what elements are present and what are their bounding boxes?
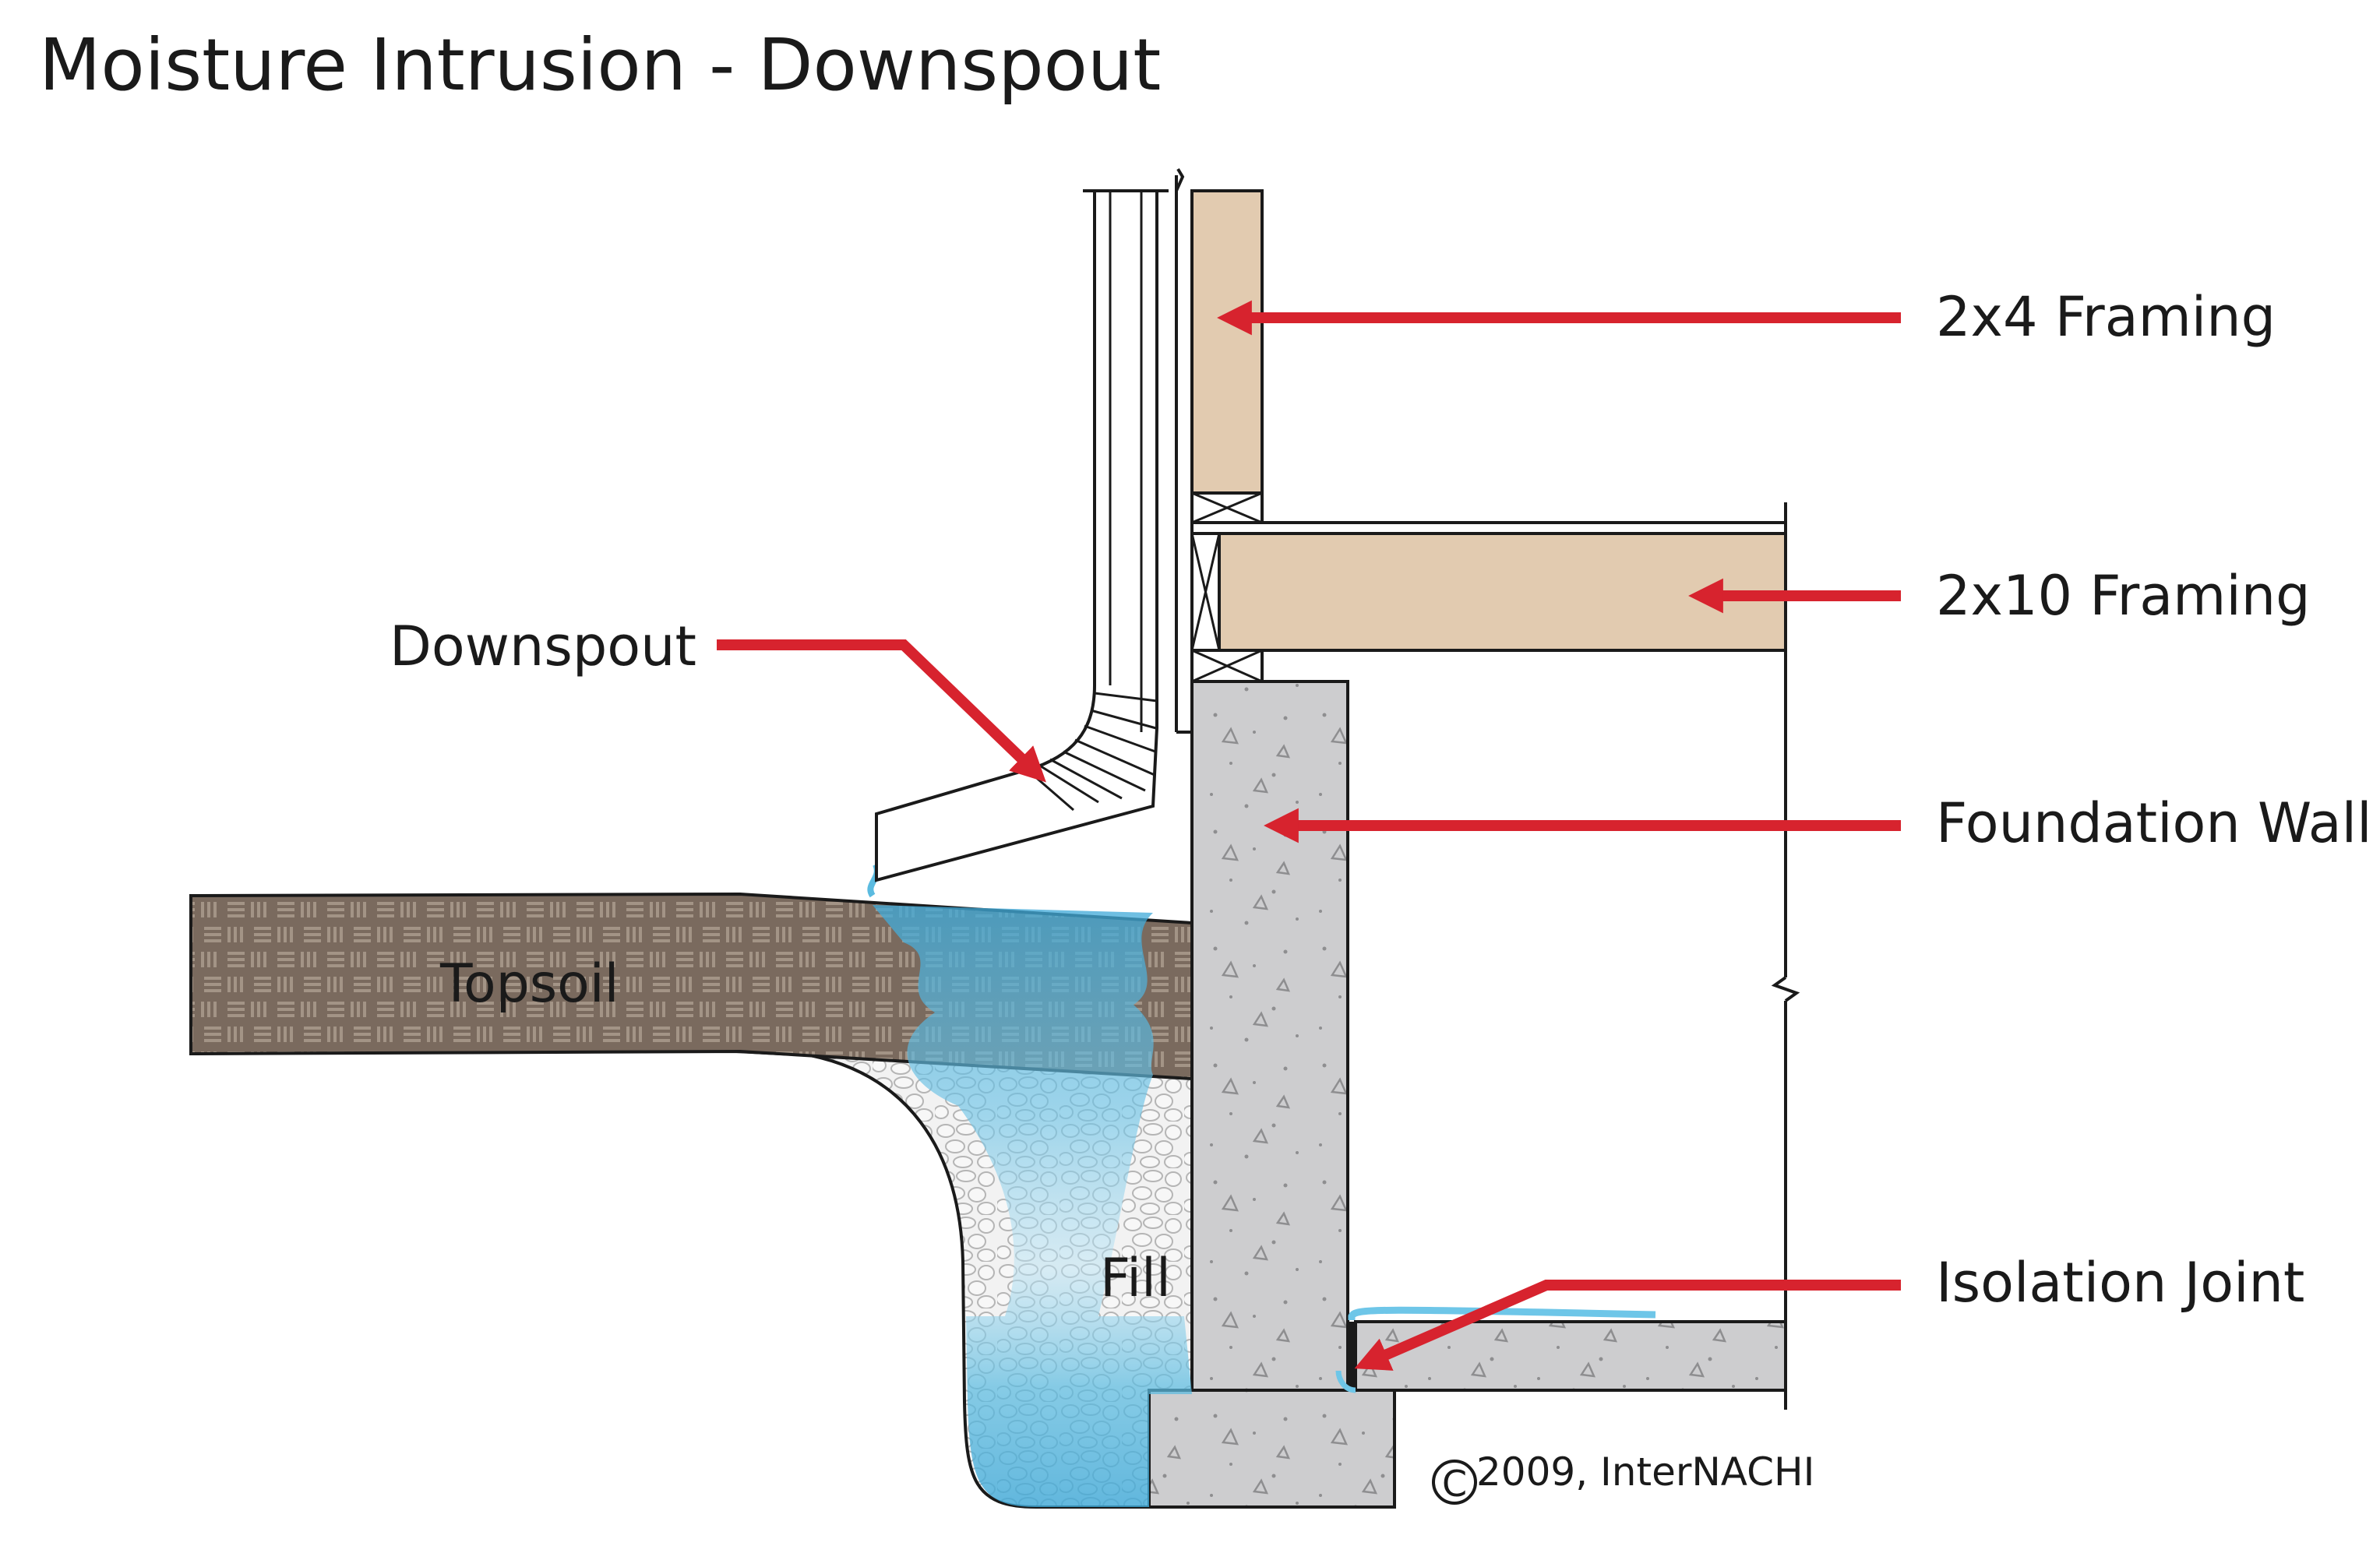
top-plate-block: [1190, 491, 1264, 524]
diagram-title: Moisture Intrusion - Downspout: [39, 23, 1162, 107]
arrow-isolation-joint: [1354, 1280, 1901, 1371]
floor-slab: [1354, 1320, 1787, 1392]
joist-2x10: [1218, 532, 1787, 652]
stud-2x4: [1190, 189, 1264, 495]
label-topsoil: Topsoil: [440, 953, 619, 1015]
label-foundation-wall: Foundation Wall: [1936, 791, 2372, 855]
label-2x10-framing: 2x10 Framing: [1936, 564, 2311, 628]
foundation-wall: [1190, 680, 1349, 1392]
rim-joist: [1190, 532, 1221, 652]
copyright-symbol: C: [1442, 1463, 1467, 1505]
label-2x4-framing: 2x4 Framing: [1936, 285, 2276, 349]
footing: [1148, 1389, 1396, 1509]
copyright-circle: [1432, 1460, 1477, 1505]
exterior-sheathing: [1175, 167, 1194, 734]
copyright-text: 2009, InterNACHI: [1476, 1449, 1815, 1495]
downspout-pipe: [875, 189, 1169, 882]
label-fill: Fill: [1100, 1248, 1171, 1309]
label-downspout: Downspout: [390, 615, 696, 678]
label-isolation-joint: Isolation Joint: [1936, 1251, 2305, 1315]
sill-plate: [1190, 649, 1264, 683]
callout-arrows: [717, 300, 1901, 1371]
arrow-downspout: [717, 639, 1046, 783]
isolation-joint: [1348, 1322, 1357, 1390]
